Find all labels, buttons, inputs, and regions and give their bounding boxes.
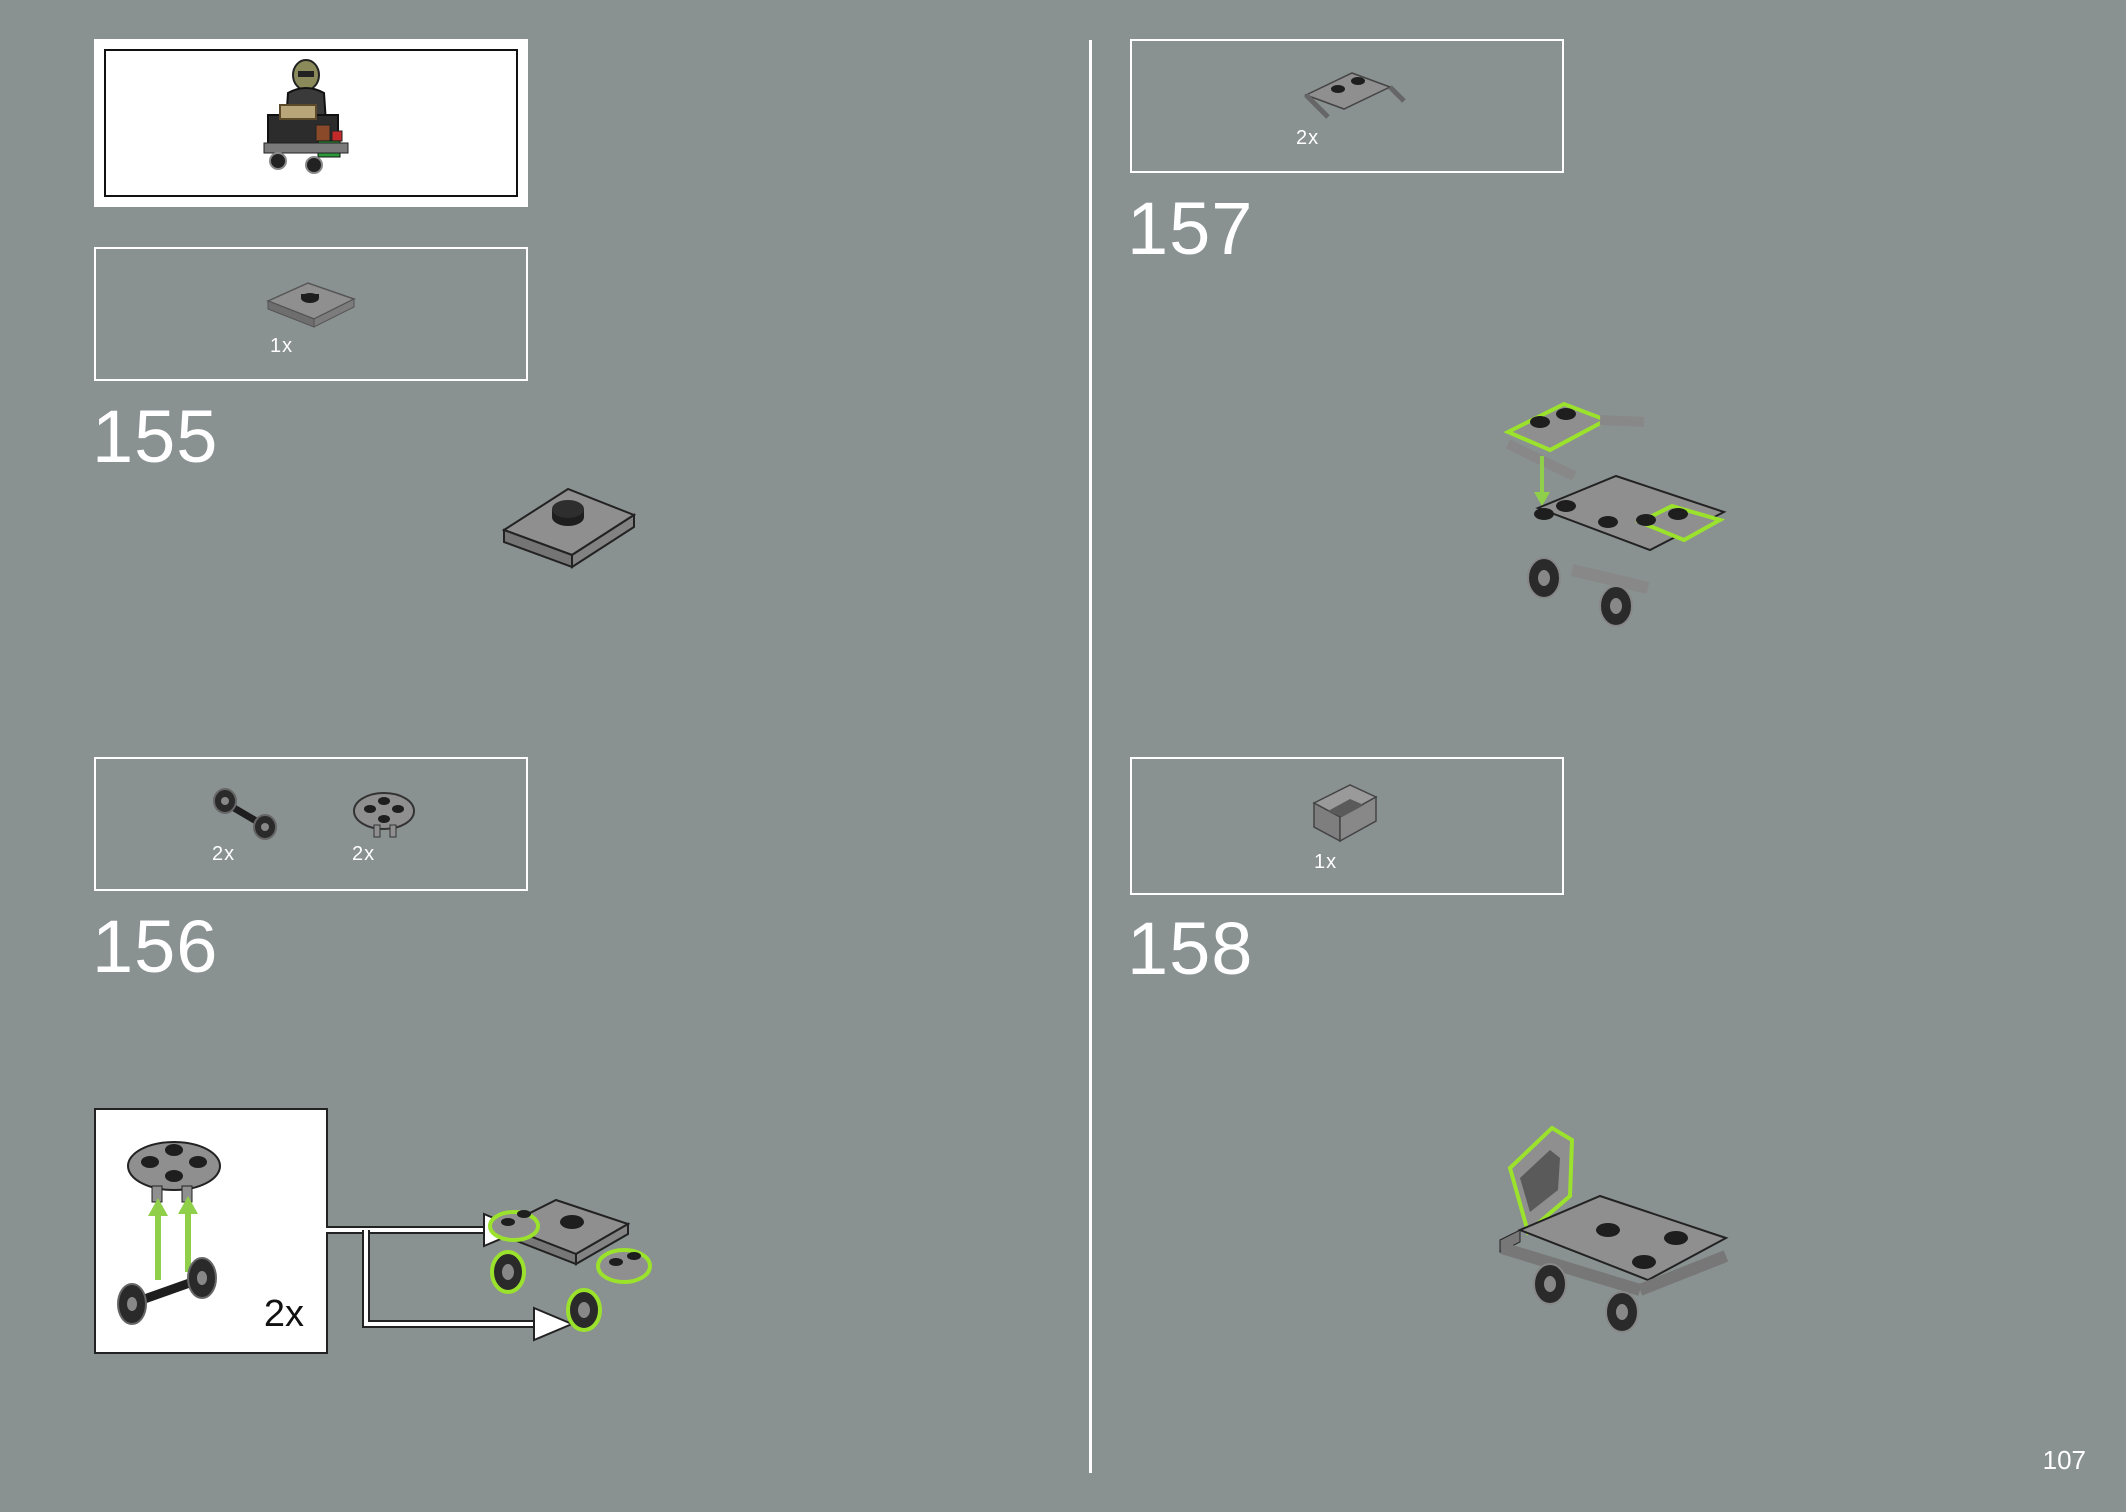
plate-with-stud-icon [266,282,356,328]
part-quantity: 1x [1314,851,1338,873]
plate-with-bars-icon [1304,72,1406,119]
wheel-axle-icon [213,788,277,840]
subassembly-diagram [117,1141,221,1325]
parts-callout-step-157: 2x [1130,39,1564,173]
parts-callout-step-155: 1x [94,247,528,381]
step-155-assembly [501,487,637,569]
parts-callout-step-158: 1x [1130,757,1564,895]
minifigure-preview-box [94,39,528,207]
slope-brick-icon [1312,784,1378,843]
subassembly-callout: 2x [94,1108,328,1354]
step-156-assembly [488,1198,652,1332]
step-number: 157 [1127,187,1254,270]
step-number: 155 [92,395,219,478]
page-divider [1089,40,1092,1473]
minifigure-preview-frame [104,49,518,197]
part-quantity: 2x [212,843,236,865]
minifigure-cart-image [263,59,349,174]
part-quantity: 2x [352,843,376,865]
part-quantity: 1x [270,335,294,357]
round-plate-with-pins-icon [353,792,415,838]
step-number: 156 [92,905,219,988]
step-number: 158 [1127,907,1254,990]
page-number: 107 [2042,1445,2086,1475]
parts-callout-step-156: 2x 2x [94,757,528,891]
step-157-assembly [1503,401,1727,627]
subassembly-quantity: 2x [263,1293,304,1335]
part-quantity: 2x [1296,127,1320,149]
step-158-assembly [1499,1125,1729,1333]
